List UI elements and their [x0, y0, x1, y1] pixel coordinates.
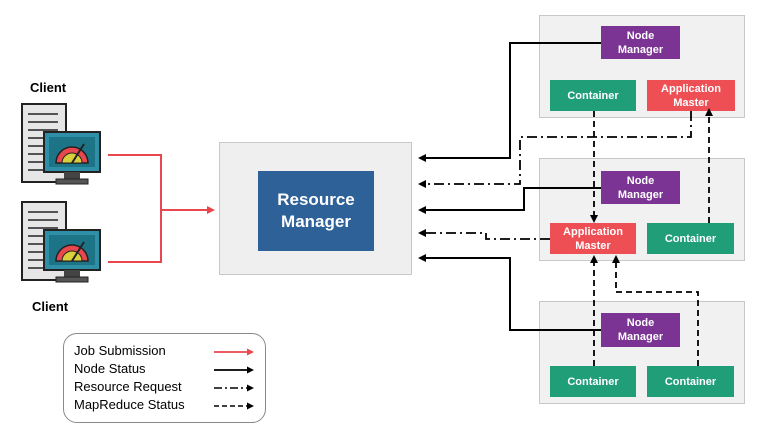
client-computer-icon	[21, 201, 101, 283]
container-2b: Container	[647, 223, 734, 254]
node-manager-3: Node Manager	[601, 313, 680, 347]
node-status-line-2	[418, 187, 601, 214]
container-3b: Container	[647, 366, 734, 397]
node-status-line-1	[418, 42, 601, 162]
legend-label-job-submission: Job Submission	[74, 343, 166, 358]
node-status-line-3	[418, 254, 601, 331]
container-3a: Container	[550, 366, 636, 397]
application-master-2: Application Master	[550, 223, 636, 254]
client-computer-icon	[21, 103, 101, 185]
client-label-top: Client	[30, 80, 67, 95]
legend-label-resource-request: Resource Request	[74, 379, 182, 394]
node-manager-2: Node Manager	[601, 171, 680, 204]
resource-manager-box: Resource Manager	[258, 171, 374, 251]
container-1a: Container	[550, 80, 636, 111]
job-submission-arrow	[108, 154, 215, 263]
legend-label-mapreduce-status: MapReduce Status	[74, 397, 185, 412]
node-manager-1: Node Manager	[601, 26, 680, 59]
resource-request-line-2	[418, 229, 550, 240]
legend-line-samples	[214, 348, 254, 410]
mapreduce-status-line-4	[612, 255, 699, 366]
resource-request-line-1	[418, 111, 692, 188]
application-master-1: Application Master	[647, 80, 735, 111]
client-label-bottom: Client	[32, 299, 69, 314]
legend-box: Job Submission Node Status Resource Requ…	[63, 333, 266, 423]
legend-label-node-status: Node Status	[74, 361, 146, 376]
